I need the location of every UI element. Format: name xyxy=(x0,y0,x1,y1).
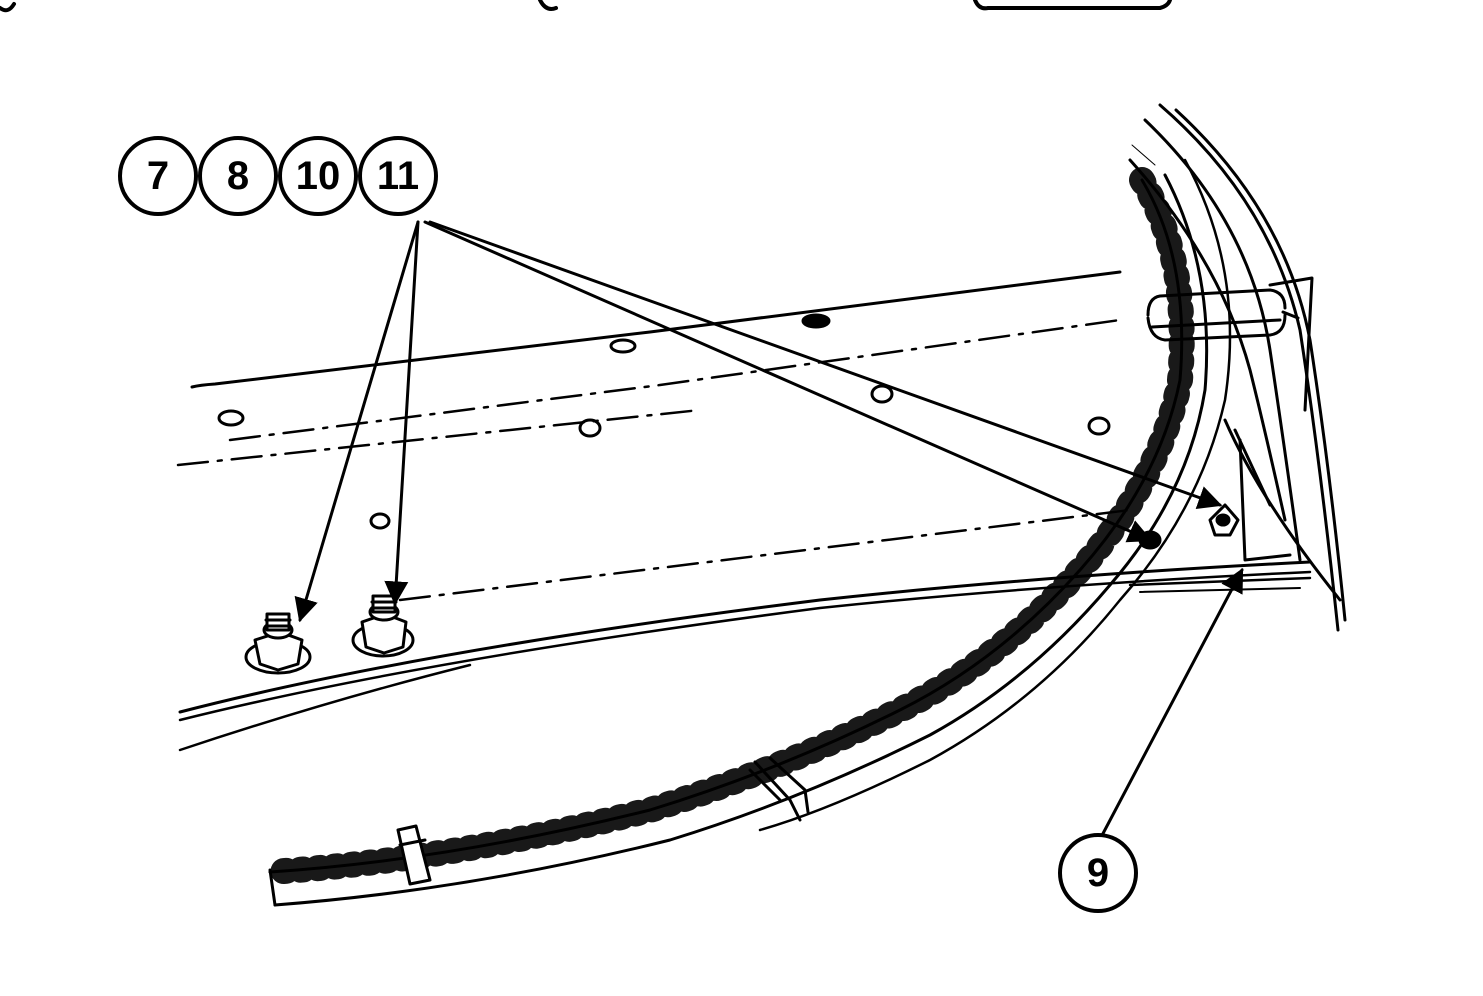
small-nut-bracket xyxy=(1208,503,1240,537)
callout-8-label: 8 xyxy=(227,154,249,198)
mounting-plate xyxy=(178,270,1312,752)
mounting-holes xyxy=(217,313,1111,530)
callout-10-label: 10 xyxy=(296,154,341,198)
bracket xyxy=(1233,276,1314,562)
callout-9-label: 9 xyxy=(1087,851,1109,895)
hex-nut-right xyxy=(351,594,415,658)
smooth-tubing xyxy=(1128,103,1347,632)
conduit-clamp-upper xyxy=(748,756,810,822)
callout-7: 7 xyxy=(118,136,198,216)
callout-11-label: 11 xyxy=(377,154,419,198)
conduit-clamp-lower xyxy=(396,824,432,886)
cropped-top-fragments xyxy=(0,0,1172,13)
hex-nut-left xyxy=(244,612,312,675)
callout-group: 7 8 10 11 xyxy=(118,136,438,216)
centerlines xyxy=(176,318,1132,602)
leader-lines xyxy=(294,220,1244,845)
callout-10: 10 xyxy=(278,136,358,216)
corrugated-conduit xyxy=(257,144,1232,907)
callout-9: 9 xyxy=(1058,833,1138,913)
callout-8: 8 xyxy=(198,136,278,216)
callout-7-label: 7 xyxy=(147,154,169,198)
callout-11: 11 xyxy=(358,136,438,216)
